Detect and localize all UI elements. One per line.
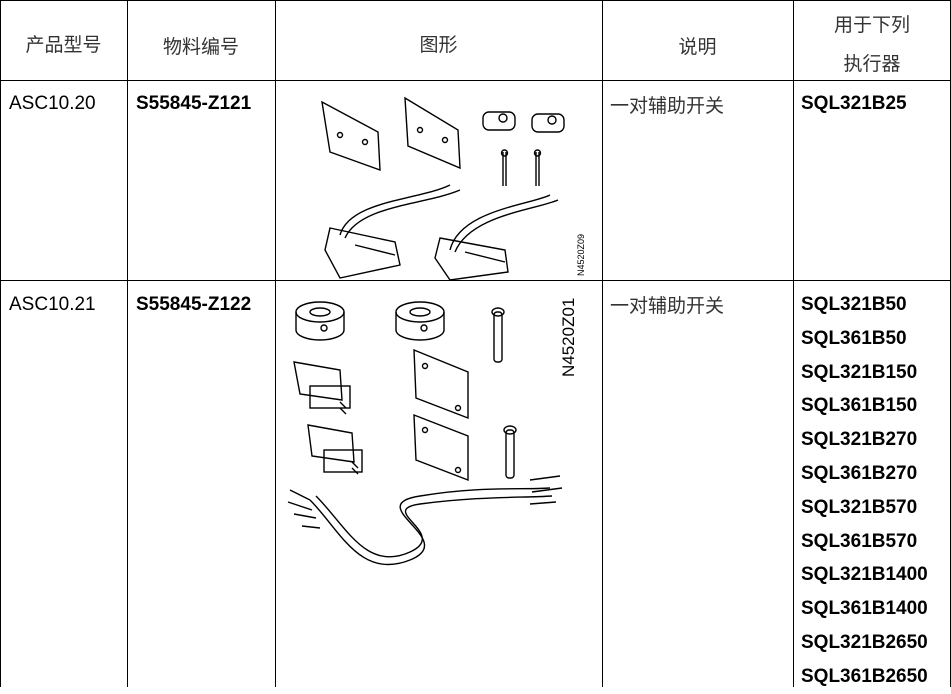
actuator-item: SQL361B150 bbox=[801, 395, 918, 417]
actuator-item: SQL321B2650 bbox=[801, 631, 928, 653]
divider bbox=[127, 0, 128, 687]
auxiliary-switch-kit-illustration bbox=[287, 301, 563, 566]
actuator-item: SQL361B50 bbox=[801, 327, 907, 349]
actuator-item: SQL321B150 bbox=[801, 361, 918, 383]
header-part-number: 物料编号 bbox=[162, 36, 239, 58]
part-number-cell: S55845-Z122 bbox=[136, 294, 252, 315]
actuator-item: SQL321B270 bbox=[801, 429, 918, 451]
actuator-item: SQL321B25 bbox=[801, 93, 907, 114]
actuator-item: SQL321B50 bbox=[801, 294, 907, 315]
divider bbox=[793, 0, 794, 687]
actuator-item: SQL361B2650 bbox=[801, 665, 928, 687]
part-number-cell: S55845-Z121 bbox=[136, 93, 252, 114]
figure-code: N4520Z09 bbox=[576, 233, 586, 276]
figure-code: N4520Z01 bbox=[559, 297, 578, 377]
header-actuators-line2: 执行器 bbox=[843, 53, 901, 75]
actuator-item: SQL361B270 bbox=[801, 462, 918, 484]
divider bbox=[0, 80, 951, 81]
divider bbox=[0, 0, 951, 1]
divider bbox=[602, 0, 603, 687]
description-cell: 一对辅助开关 bbox=[610, 95, 725, 117]
actuator-list: SQL321B50 SQL361B50 SQL321B150 SQL361B15… bbox=[801, 288, 928, 694]
header-description: 说明 bbox=[678, 36, 717, 58]
model-cell: ASC10.21 bbox=[9, 294, 96, 315]
header-actuators-line1: 用于下列 bbox=[833, 14, 910, 36]
divider bbox=[0, 280, 951, 281]
divider bbox=[275, 0, 276, 687]
actuator-item: SQL361B1400 bbox=[801, 598, 928, 620]
actuator-item: SQL321B1400 bbox=[801, 564, 928, 586]
divider bbox=[0, 0, 1, 687]
actuator-item: SQL321B570 bbox=[801, 496, 918, 518]
actuator-item: SQL361B570 bbox=[801, 530, 918, 552]
auxiliary-switch-kit-illustration bbox=[321, 96, 565, 280]
header-model: 产品型号 bbox=[25, 34, 102, 56]
model-cell: ASC10.20 bbox=[9, 93, 96, 114]
header-figure: 图形 bbox=[419, 34, 458, 56]
description-cell: 一对辅助开关 bbox=[610, 295, 725, 317]
